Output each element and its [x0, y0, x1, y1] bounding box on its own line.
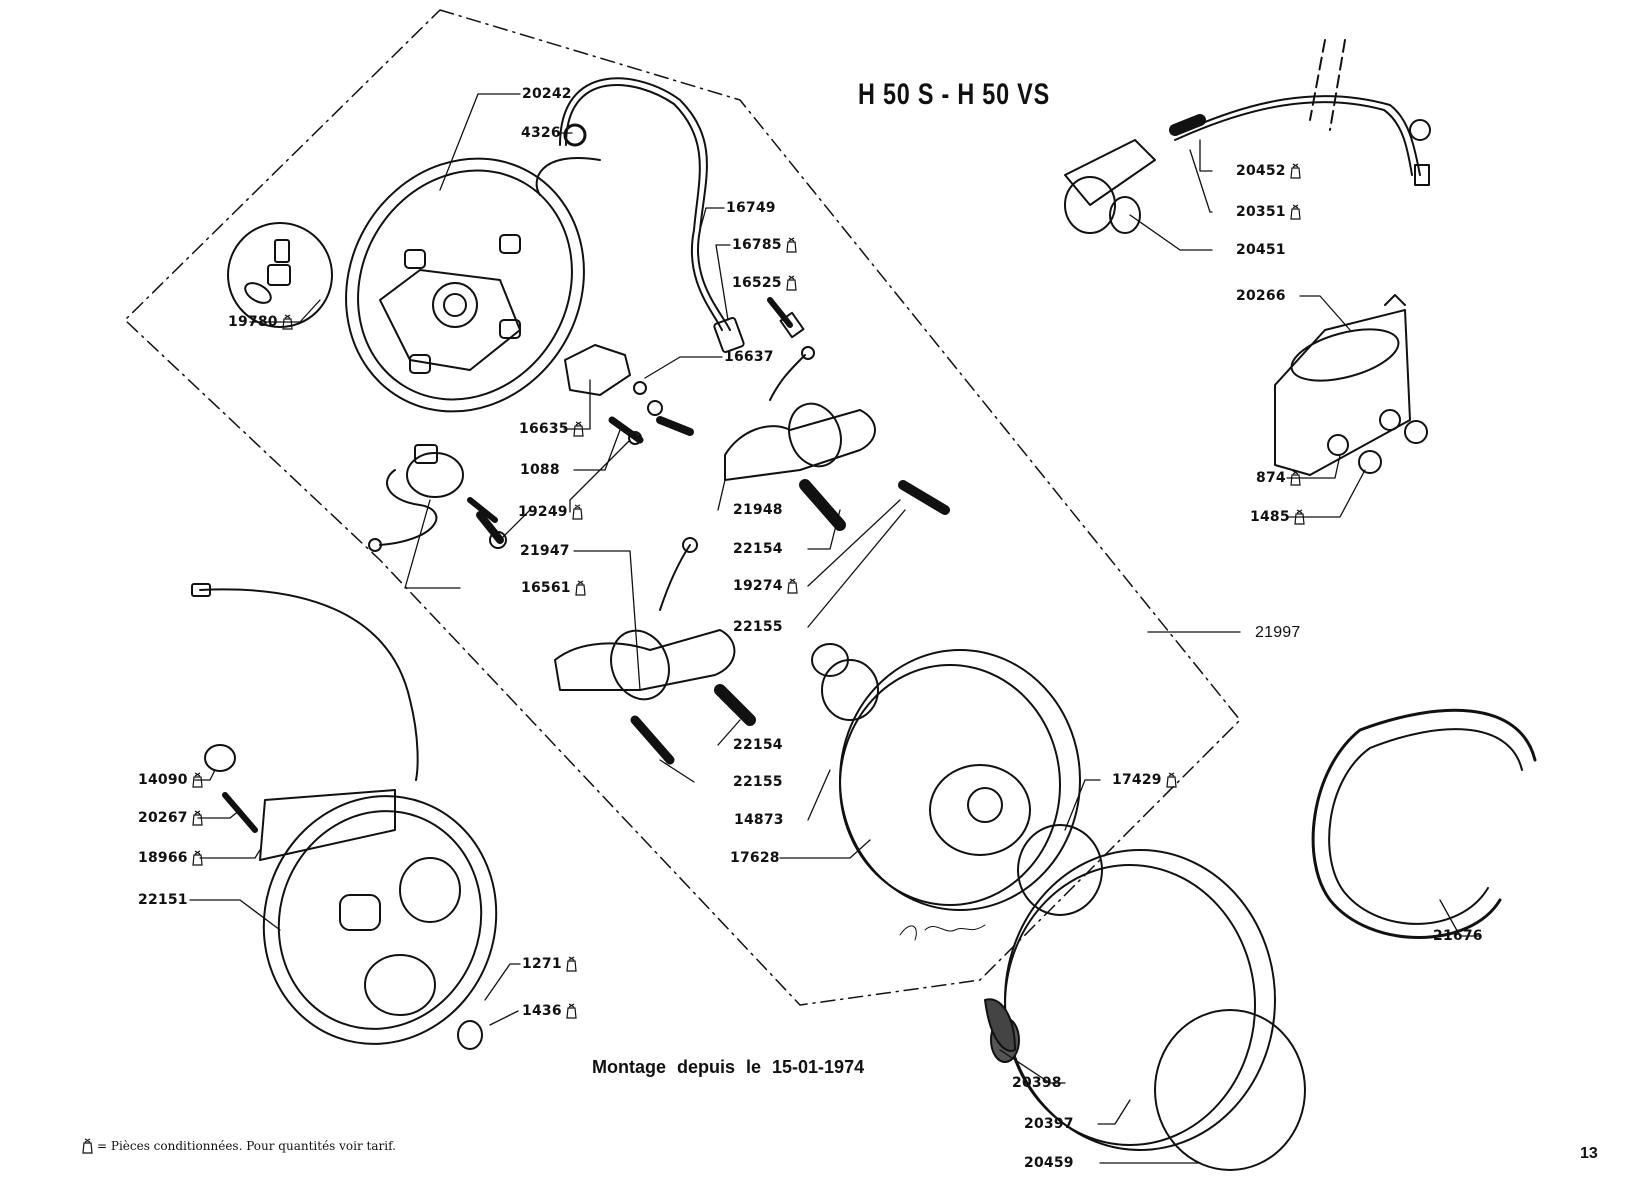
packaged-parts-bag-icon [82, 1138, 93, 1154]
part-label: 20451 [1236, 242, 1286, 258]
leader-lines [189, 93, 1481, 1164]
packaged-bag-icon [192, 810, 203, 826]
part-label: 20242 [522, 86, 572, 102]
part-label: 16749 [726, 200, 776, 216]
packaged-bag-icon [1294, 509, 1305, 525]
part-label: 14873 [734, 812, 784, 828]
split-ring [1311, 708, 1537, 939]
part-label: 22151 [138, 892, 188, 908]
packaged-bag-icon [282, 314, 293, 330]
packaged-bag-icon [575, 580, 586, 596]
part-label: 1088 [520, 462, 560, 478]
flywheel [811, 643, 1103, 916]
page-number: 13 [1580, 1145, 1598, 1162]
stator-plate-top-drawing [345, 157, 585, 413]
part-label: 22155 [733, 619, 783, 635]
part-label: 19274 [733, 578, 798, 594]
part-label: 20397 [1024, 1116, 1074, 1132]
part-label: 1436 [522, 1003, 577, 1019]
assembly-label: 21997 [1255, 624, 1301, 641]
packaged-bag-icon [787, 578, 798, 594]
packaged-bag-icon [566, 1003, 577, 1019]
condenser [406, 452, 464, 498]
assembly-date-note: Montage depuis le 15-01-1974 [592, 1057, 865, 1077]
packaged-bag-icon [566, 956, 577, 972]
part-label: 19780 [228, 314, 293, 330]
ignition-coil [1274, 294, 1428, 476]
packaged-bag-icon [1290, 204, 1301, 220]
part-label: 16637 [724, 349, 774, 365]
part-label: 14090 [138, 772, 203, 788]
packaged-bag-icon [786, 237, 797, 253]
part-label: 4326 [521, 125, 561, 141]
ht-lead [1174, 95, 1421, 176]
part-label: 16785 [732, 237, 797, 253]
part-label: 20267 [138, 810, 203, 826]
part-label: 16561 [521, 580, 586, 596]
model-title: H 50 S - H 50 VS [858, 78, 1050, 111]
lower-wire [199, 588, 419, 781]
part-label: 20398 [1012, 1075, 1062, 1091]
packaged-bag-icon [1166, 772, 1177, 788]
stator-wire [559, 77, 731, 331]
stator-plate-bottom [259, 789, 498, 1045]
part-label: 17429 [1112, 772, 1177, 788]
inset-detail-circle [227, 222, 333, 328]
contact-breaker [564, 344, 631, 396]
packaged-bag-icon [1290, 470, 1301, 486]
assembly-boundary-dashed [124, 9, 1241, 1006]
packaged-bag-icon [572, 504, 583, 520]
part-label: 1271 [522, 956, 577, 972]
part-label: 22154 [733, 737, 783, 753]
artist-signature [899, 924, 986, 941]
coil-upper [724, 409, 876, 481]
packaged-bag-icon [192, 850, 203, 866]
packaged-bag-icon [192, 772, 203, 788]
part-label: 20266 [1236, 288, 1286, 304]
packaged-bag-icon [1290, 163, 1301, 179]
part-label: 22154 [733, 541, 783, 557]
part-label: 18966 [138, 850, 203, 866]
part-label: 21947 [520, 543, 570, 559]
coil-lower [554, 629, 736, 691]
legend-text: = Pièces conditionnées. Pour quantités v… [97, 1139, 396, 1153]
part-label: 1485 [1250, 509, 1305, 525]
packaged-bag-icon [786, 275, 797, 291]
part-label: 19249 [518, 504, 583, 520]
part-label: 21676 [1433, 928, 1483, 944]
part-label: 16635 [519, 421, 584, 437]
part-label: 20452 [1236, 163, 1301, 179]
legend: = Pièces conditionnées. Pour quantités v… [82, 1138, 396, 1154]
part-label: 20459 [1024, 1155, 1074, 1171]
part-label: 17628 [730, 850, 780, 866]
part-label: 16525 [732, 275, 797, 291]
spark-plug-cap [1064, 139, 1156, 234]
part-label: 22155 [733, 774, 783, 790]
packaged-bag-icon [573, 421, 584, 437]
part-label: 20351 [1236, 204, 1301, 220]
part-label: 21948 [733, 502, 783, 518]
part-label: 874 [1256, 470, 1301, 486]
